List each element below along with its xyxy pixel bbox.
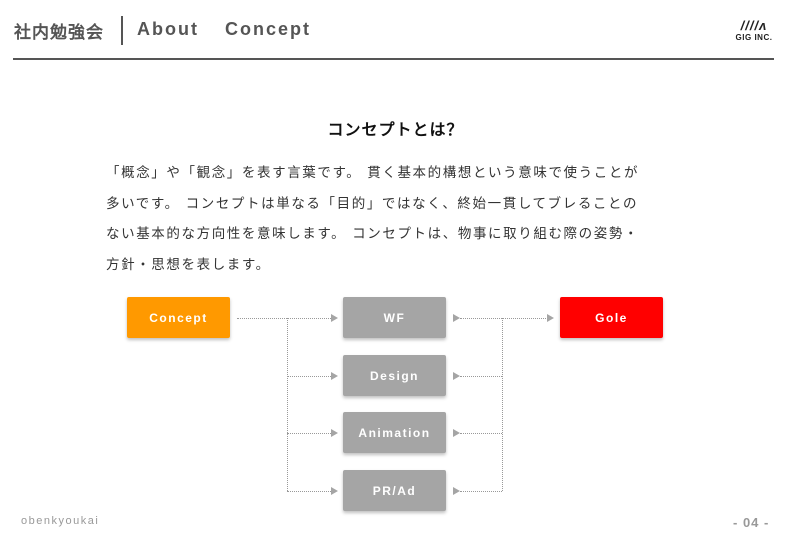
body-line: 多いです。 コンセプトは単なる「目的」ではなく、終始一貫してブレることの [106, 195, 639, 212]
header-divider [121, 16, 123, 45]
arrow-icon [331, 314, 338, 322]
arrow-icon [331, 372, 338, 380]
concept-box: Concept [127, 297, 230, 338]
step-box-prad: PR/Ad [343, 470, 446, 511]
connector-line [287, 318, 288, 491]
connector-line [502, 318, 503, 491]
body-line: ない基本的な方向性を意味します。 コンセプトは、物事に取り組む際の姿勢・ [106, 226, 640, 242]
arrow-icon [547, 314, 554, 322]
connector-line [287, 376, 333, 377]
step-box-animation: Animation [343, 412, 446, 453]
connector-line [287, 491, 333, 492]
page-number: - 04 - [733, 515, 770, 530]
footer-label: obenkyoukai [21, 515, 100, 527]
body-line: 方針・思想を表します。 [106, 256, 271, 273]
connector-line [287, 433, 333, 434]
body-text: 「概念」や「観念」を表す言葉です。 貫く基本的構想という意味で使うことが 多いで… [106, 158, 696, 280]
arrow-icon [331, 429, 338, 437]
step-box-design: Design [343, 355, 446, 396]
connector-line [460, 433, 502, 434]
connector-line [460, 376, 502, 377]
connector-line [460, 318, 550, 319]
logo-text: GIG INC. [735, 33, 773, 42]
body-line: 「概念」や「観念」を表す言葉です。 貫く基本的構想という意味で使うことが [106, 165, 640, 181]
header-subtitle: About Concept [137, 19, 311, 39]
connector-line [460, 491, 502, 492]
arrow-icon [453, 314, 460, 322]
section-title: コンセプトとは？ [327, 120, 464, 139]
arrow-icon [453, 487, 460, 495]
arrow-icon [453, 372, 460, 380]
header-rule [13, 58, 774, 60]
goal-box: Gole [560, 297, 663, 338]
arrow-icon [453, 429, 460, 437]
arrow-icon [331, 487, 338, 495]
connector-line [237, 318, 333, 319]
step-box-wf: WF [343, 297, 446, 338]
logo-mark-icon: ////ʌ [740, 18, 768, 33]
company-logo: ////ʌ GIG INC. [733, 19, 775, 43]
header-title: 社内勉強会 [14, 23, 104, 43]
